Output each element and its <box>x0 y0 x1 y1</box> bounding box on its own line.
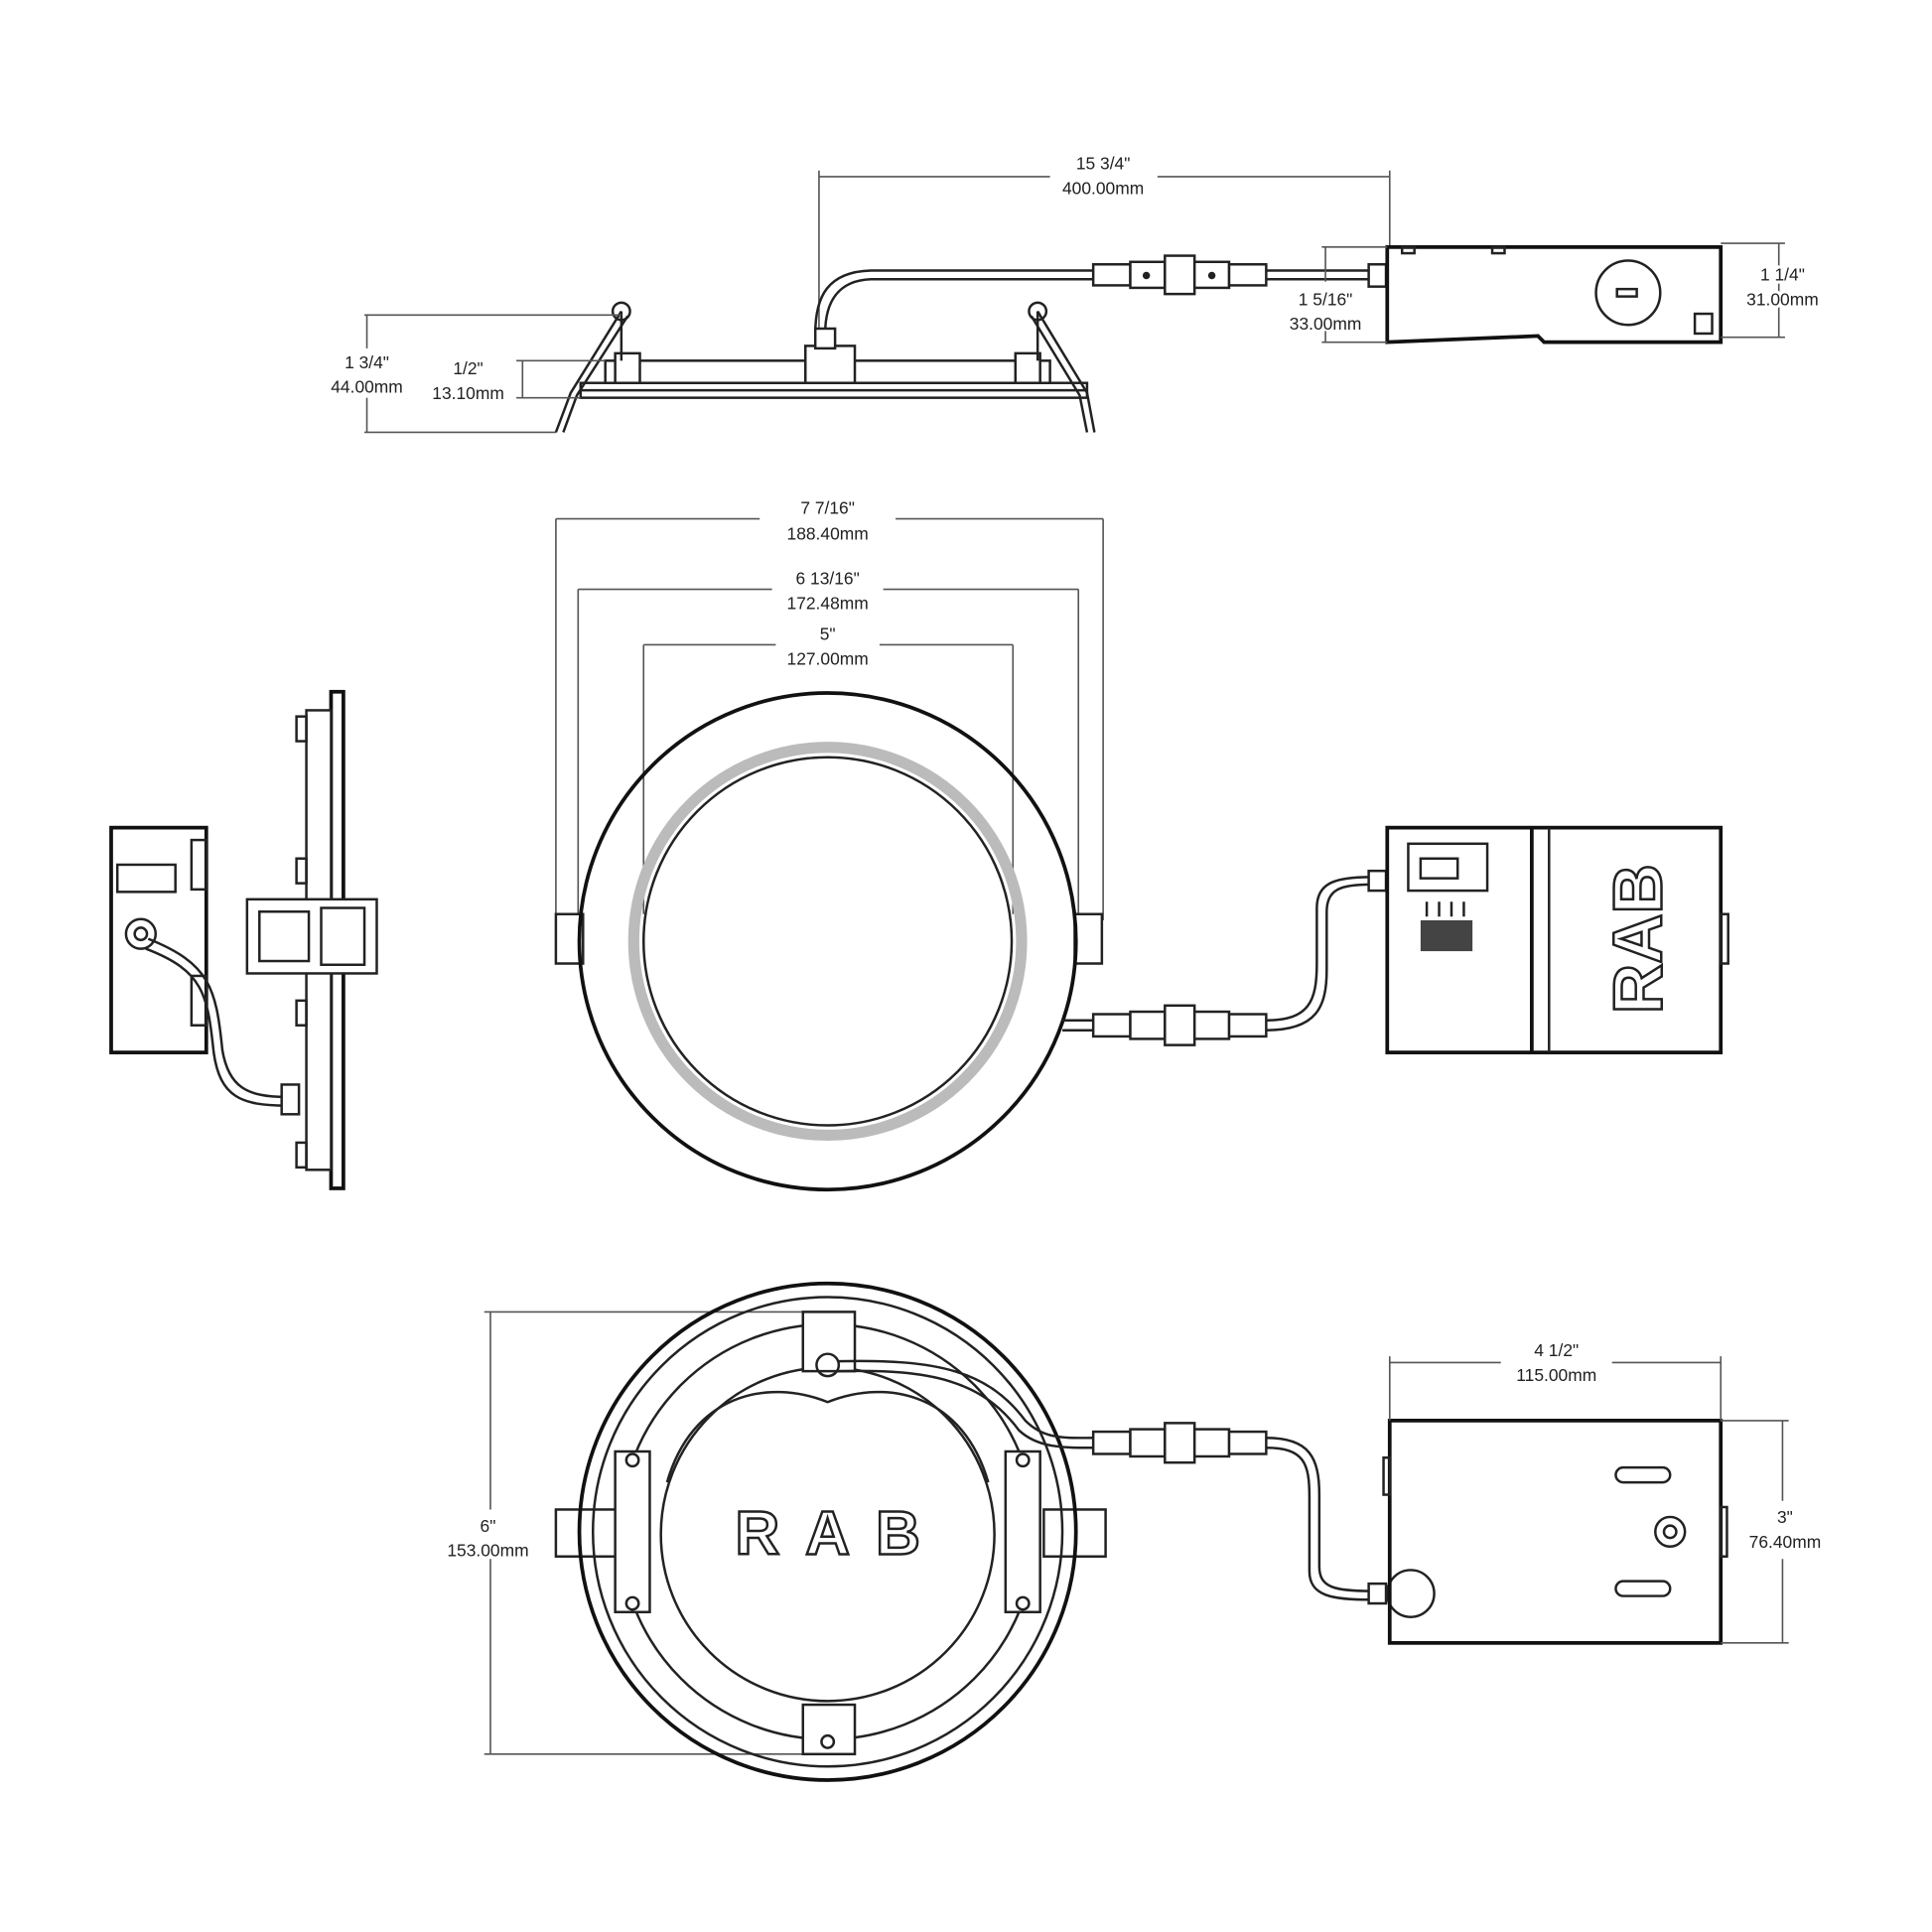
overall-length-inch: 15 3/4" <box>1076 153 1131 173</box>
driver-logo-rab: RAB <box>1599 864 1677 1014</box>
driver-box-side <box>1385 244 1724 345</box>
front-cable-connector <box>1062 869 1388 1046</box>
fixture-height-mm: 13.10mm <box>432 383 504 403</box>
left-side-view <box>109 689 378 1190</box>
fixture-logo-rab: RAB <box>735 1499 920 1568</box>
cable-with-connector <box>813 254 1388 334</box>
fixture-back: RAB <box>554 1281 1107 1782</box>
terminal-dots <box>1420 901 1473 952</box>
dimension-trim-diameter: 6 13/16" 172.48mm <box>577 569 1080 920</box>
top-elevation-view: 15 3/4" 400.00mm 1 <box>331 153 1822 434</box>
dimension-overall-length: 15 3/4" 400.00mm <box>818 153 1391 328</box>
dimension-driver-depth: 1 5/16" 33.00mm <box>1290 246 1388 344</box>
outer-diameter-mm: 188.40mm <box>787 524 869 544</box>
back-cable-connector <box>837 1359 1436 1618</box>
driver-length-inch: 4 1/2" <box>1534 1340 1579 1360</box>
dimension-outer-diameter: 7 7/16" 188.40mm <box>555 498 1104 920</box>
overall-length-mm: 400.00mm <box>1062 178 1144 198</box>
driver-width-mm: 76.40mm <box>1749 1532 1822 1552</box>
driver-height-inch: 1 1/4" <box>1760 264 1805 284</box>
front-view: 7 7/16" 188.40mm 6 13/16" 172.48mm 5" 12… <box>554 498 1729 1192</box>
dimension-lens-diameter: 5" 127.00mm <box>642 624 1015 914</box>
driver-width-inch: 3" <box>1777 1507 1793 1527</box>
dimension-driver-width: 3" 76.40mm <box>1721 1420 1822 1644</box>
driver-box-back <box>1382 1419 1728 1645</box>
driver-box-front: RAB <box>1385 825 1729 1054</box>
driver-depth-inch: 1 5/16" <box>1299 289 1353 309</box>
fixture-height-inch: 1/2" <box>453 358 483 378</box>
dimension-driver-height: 1 1/4" 31.00mm <box>1721 242 1822 339</box>
spring-height-mm: 44.00mm <box>331 377 403 397</box>
fixture-side-profile <box>554 301 1096 433</box>
driver-length-mm: 115.00mm <box>1516 1365 1596 1385</box>
driver-depth-mm: 33.00mm <box>1290 314 1362 334</box>
dimension-fixture-height-springs: 1 3/4" 44.00mm <box>331 314 621 434</box>
dimension-cutout-diameter: 6" 153.00mm <box>447 1311 816 1755</box>
back-view: 6" 153.00mm RAB <box>447 1281 1822 1782</box>
trim-diameter-inch: 6 13/16" <box>796 569 860 589</box>
spring-height-inch: 1 3/4" <box>345 352 389 372</box>
fixture-front <box>554 691 1104 1192</box>
driver-height-mm: 31.00mm <box>1746 289 1819 309</box>
lens-diameter-inch: 5" <box>820 624 836 644</box>
outer-diameter-inch: 7 7/16" <box>800 498 855 518</box>
lens-diameter-mm: 127.00mm <box>787 648 869 668</box>
dimension-fixture-height: 1/2" 13.10mm <box>432 358 606 403</box>
dimension-driver-length: 4 1/2" 115.00mm <box>1388 1340 1723 1421</box>
cutout-diameter-inch: 6" <box>481 1516 496 1536</box>
trim-diameter-mm: 172.48mm <box>787 593 869 613</box>
cutout-diameter-mm: 153.00mm <box>447 1541 528 1561</box>
